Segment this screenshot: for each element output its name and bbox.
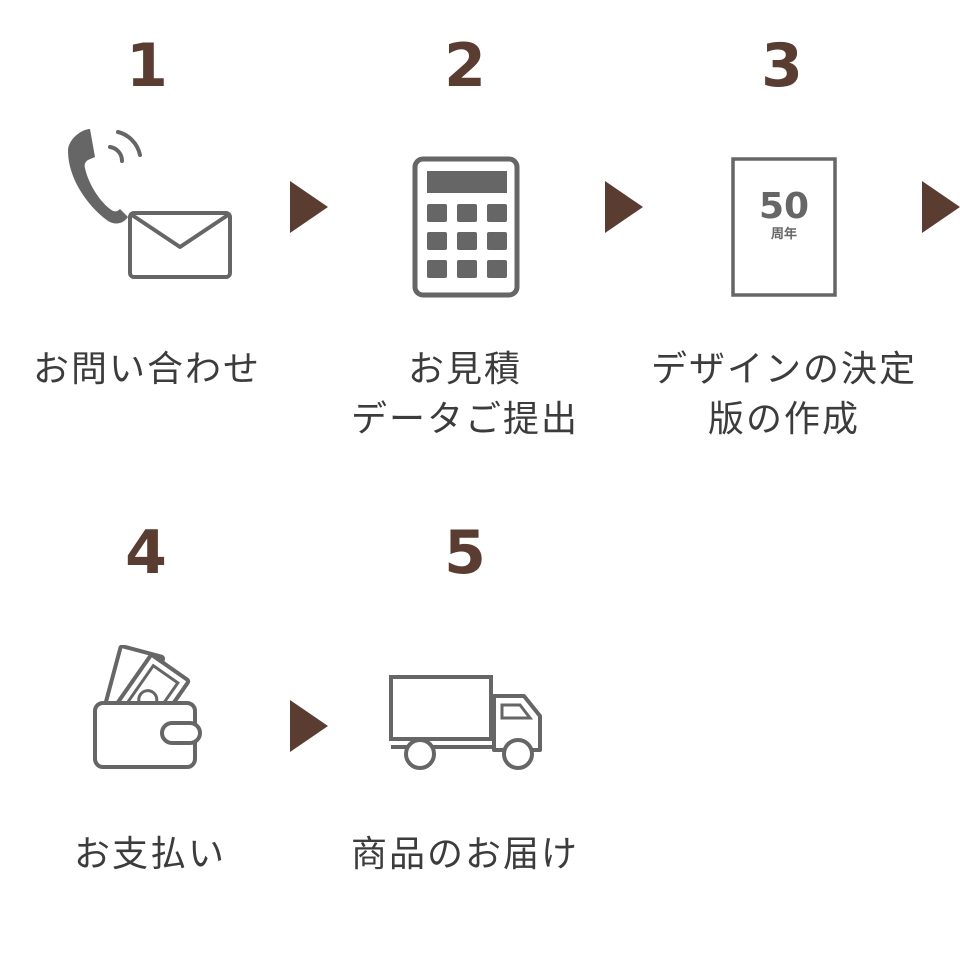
- truck-cab-icon: [492, 694, 542, 752]
- step-1-label-line-1: お問い合わせ: [32, 349, 261, 390]
- step-4-label-line-1: お支払い: [73, 834, 226, 875]
- step-2-label-line-1: お見積: [407, 349, 522, 390]
- truck-cargo-icon: [389, 675, 493, 741]
- step-5-label: 商品のお届け: [305, 830, 625, 880]
- truck-rear-wheel-icon: [404, 738, 436, 770]
- step-arrow-3-icon: [922, 181, 960, 233]
- step-3-label: デザインの決定 版の作成: [624, 345, 944, 445]
- step-5-number: 5: [444, 518, 486, 588]
- step-2-label-line-2: データご提出: [350, 399, 579, 440]
- step-4-label: お支払い: [0, 830, 310, 880]
- plate-small-text: 周年: [771, 226, 797, 242]
- wallet-icon: [93, 645, 202, 769]
- calculator-display-icon: [427, 171, 507, 193]
- phone-and-mail-icon: [68, 129, 232, 279]
- step-arrow-1-icon: [290, 181, 328, 233]
- step-2-label: お見積 データご提出: [305, 345, 625, 445]
- step-3-label-line-1: デザインの決定: [650, 349, 917, 390]
- truck-window-icon: [500, 703, 534, 720]
- plate-big-text: 50: [759, 186, 809, 227]
- step-3-number: 3: [761, 31, 803, 101]
- wallet-clasp-icon: [160, 721, 202, 745]
- phone-handset-icon: [68, 129, 128, 224]
- envelope-flap-icon: [130, 213, 230, 249]
- step-1-number: 1: [126, 31, 168, 101]
- signal-arc-large-icon: [116, 130, 142, 157]
- step-2-number: 2: [444, 31, 486, 101]
- step-5-label-line-1: 商品のお届け: [350, 834, 579, 875]
- step-arrow-4-icon: [290, 700, 328, 752]
- step-4-number: 4: [125, 518, 167, 588]
- delivery-truck-icon: [389, 675, 542, 770]
- step-arrow-2-icon: [605, 181, 643, 233]
- step-1-label: お問い合わせ: [0, 345, 307, 395]
- calculator-keys-icon: [427, 204, 507, 278]
- signal-arc-small-icon: [108, 145, 125, 163]
- printing-plate-icon: 50 周年: [731, 157, 837, 297]
- truck-front-wheel-icon: [502, 738, 534, 770]
- calculator-icon: [412, 156, 520, 298]
- step-3-label-line-2: 版の作成: [707, 399, 860, 440]
